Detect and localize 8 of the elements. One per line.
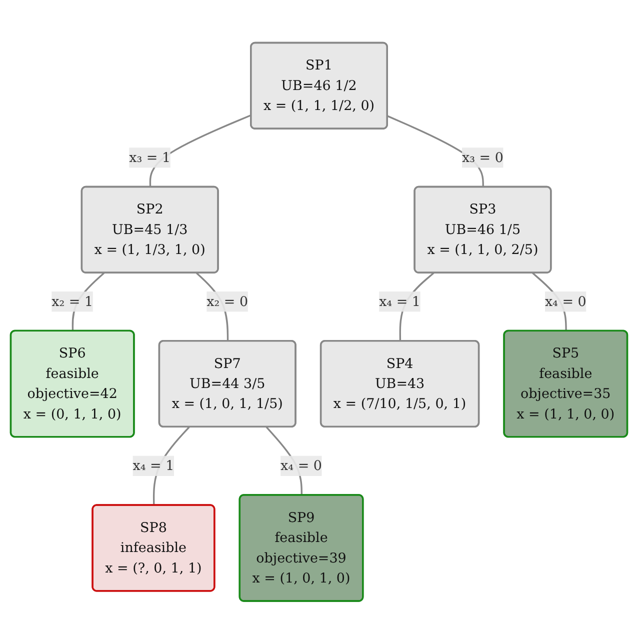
edge-label: x₃ = 1 <box>129 148 171 165</box>
edge-label: x₄ = 0 <box>544 292 586 309</box>
edge-label: x₂ = 0 <box>206 292 248 309</box>
edge-label: x₄ = 0 <box>280 457 322 474</box>
edge-label: x₃ = 0 <box>462 148 504 165</box>
edge-label: x₂ = 1 <box>52 292 94 309</box>
edge-label: x₄ = 1 <box>379 292 421 309</box>
edge-label: x₄ = 1 <box>132 457 174 474</box>
